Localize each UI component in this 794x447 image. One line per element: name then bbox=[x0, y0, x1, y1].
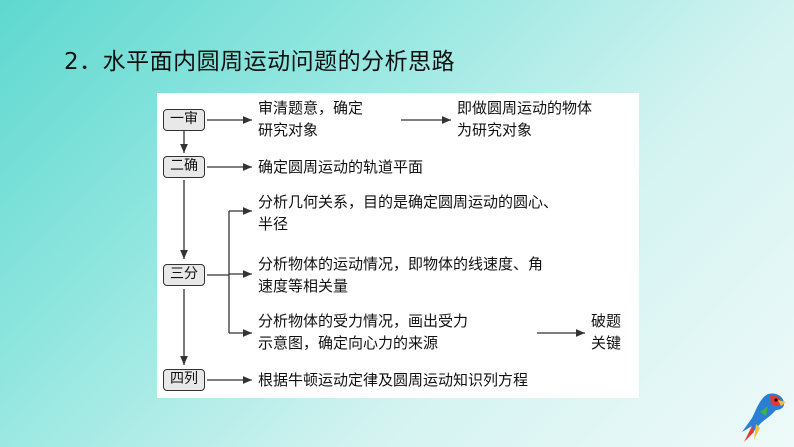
step3-key-line1: 破题 bbox=[591, 310, 621, 332]
step4-text: 根据牛顿运动定律及圆周运动知识列方程 bbox=[258, 369, 528, 391]
parrot-icon bbox=[738, 388, 792, 444]
step3-motion-line2: 速度等相关量 bbox=[258, 275, 348, 297]
step-box-lie: 四列 bbox=[163, 369, 205, 391]
step1-result-line2: 为研究对象 bbox=[457, 119, 532, 141]
step1-text-line1: 审清题意，确定 bbox=[258, 97, 363, 119]
step2-text: 确定圆周运动的轨道平面 bbox=[258, 156, 423, 178]
step1-text-line2: 研究对象 bbox=[258, 119, 318, 141]
step3-key-line2: 关键 bbox=[591, 332, 621, 354]
step3-force-line2: 示意图，确定向心力的来源 bbox=[258, 332, 438, 354]
flow-diagram: 一审 二确 三分 四列 审清题意，确定 研究对象 即做圆周运动的物体 为研究对象… bbox=[157, 93, 639, 398]
step-box-que: 二确 bbox=[163, 156, 205, 178]
step3-geometry-line2: 半径 bbox=[258, 213, 288, 235]
step-box-shen: 一审 bbox=[163, 109, 205, 131]
step3-geometry-line1: 分析几何关系，目的是确定圆周运动的圆心、 bbox=[258, 191, 558, 213]
step3-motion-line1: 分析物体的运动情况，即物体的线速度、角 bbox=[258, 253, 543, 275]
step-box-fen: 三分 bbox=[163, 264, 205, 286]
step1-result-line1: 即做圆周运动的物体 bbox=[457, 97, 592, 119]
step3-force-line1: 分析物体的受力情况，画出受力 bbox=[258, 310, 468, 332]
slide-heading: 2．水平面内圆周运动问题的分析思路 bbox=[64, 42, 455, 76]
